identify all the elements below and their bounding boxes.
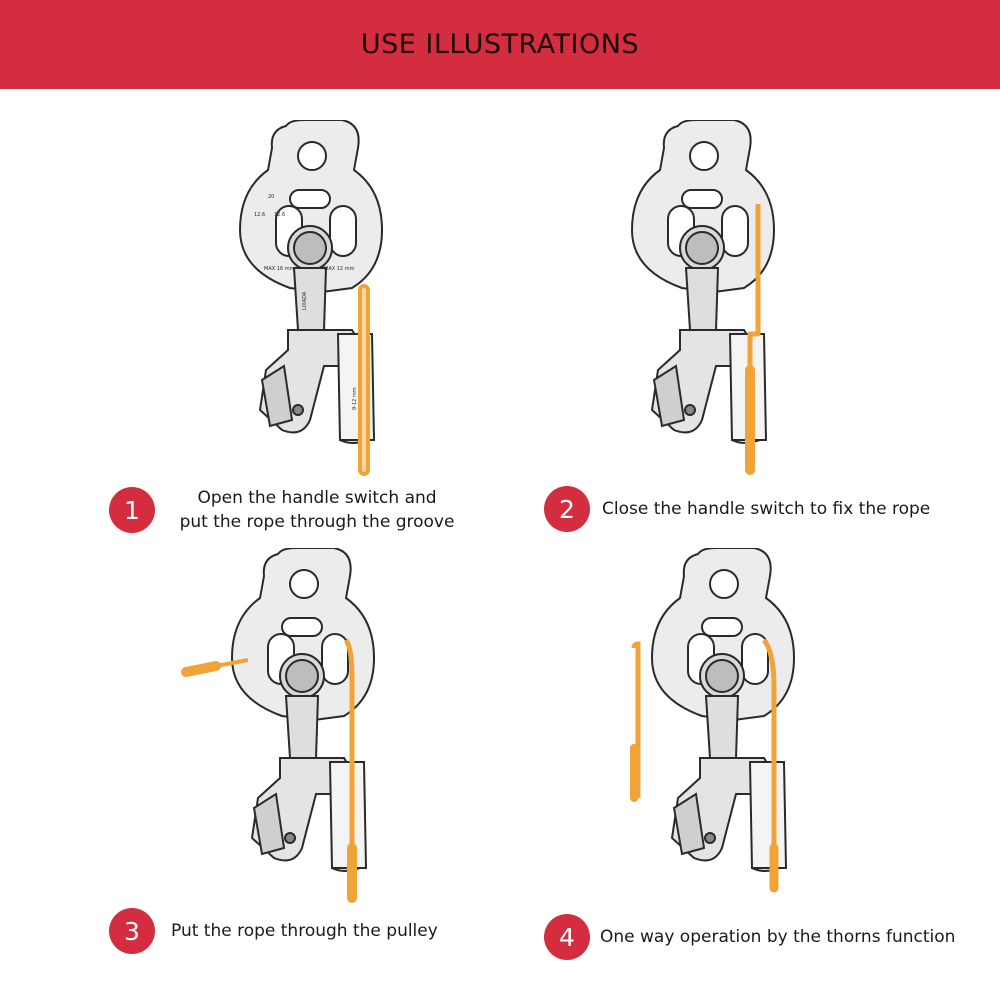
- step-caption: Close the handle switch to fix the rope: [602, 497, 1000, 521]
- step-caption-line: Open the handle switch and: [197, 488, 437, 508]
- marking-max-right: MAX 12 mm: [324, 266, 355, 272]
- marking-rating-top: 20: [268, 194, 274, 200]
- step-number-badge: 1: [109, 487, 155, 533]
- step-number-badge: 3: [109, 908, 155, 954]
- step-2: 2 Close the handle switch to fix the rop…: [544, 486, 1000, 532]
- marking-rating-low-a: 12.6: [254, 212, 265, 218]
- step-caption-line: One way operation by the thorns function: [600, 927, 956, 947]
- step-caption-line: Put the rope through the pulley: [171, 921, 438, 941]
- step-number-badge: 4: [544, 914, 590, 960]
- marking-rope-range: 9-12 mm: [352, 387, 358, 410]
- marking-max-left: MAX 16 mm: [264, 266, 295, 272]
- pulley-device-icon: [630, 119, 776, 475]
- marking-brand: LIXADA: [302, 291, 308, 310]
- rope: [630, 638, 779, 893]
- illustration-step-4: [624, 547, 804, 912]
- step-1: 1 Open the handle switch and put the rop…: [109, 486, 465, 534]
- step-caption: Put the rope through the pulley: [171, 919, 491, 943]
- pulley-device-icon: [630, 547, 796, 893]
- illustration-step-3: [176, 547, 376, 912]
- marking-rating-low-b: 12.6: [274, 212, 285, 218]
- rope: [181, 638, 357, 903]
- step-caption-line: put the rope through the groove: [179, 512, 455, 532]
- illustration-step-2: [624, 119, 804, 484]
- step-caption-line: Close the handle switch to fix the rope: [602, 499, 931, 519]
- page-title: USE ILLUSTRATIONS: [360, 29, 640, 60]
- step-number-badge: 2: [544, 486, 590, 532]
- pulley-device-icon: [181, 547, 376, 903]
- header-banner: USE ILLUSTRATIONS: [0, 0, 1000, 89]
- rope: [745, 204, 761, 475]
- step-3: 3 Put the rope through the pulley: [109, 908, 491, 954]
- illustration-step-1: 20 12.6 12.6 MAX 16 mm MAX 12 mm LIXADA …: [232, 119, 412, 484]
- pulley-device-icon: 20 12.6 12.6 MAX 16 mm MAX 12 mm LIXADA …: [238, 119, 384, 476]
- step-caption: Open the handle switch and put the rope …: [169, 486, 465, 534]
- step-4: 4 One way operation by the thorns functi…: [544, 914, 1000, 960]
- step-caption: One way operation by the thorns function: [600, 925, 1000, 949]
